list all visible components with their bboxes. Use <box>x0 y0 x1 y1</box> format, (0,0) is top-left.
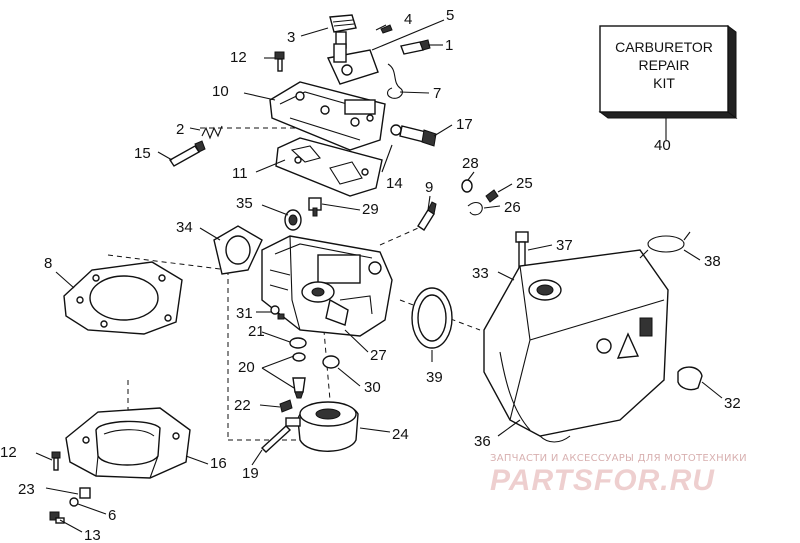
repair-kit-box: CARBURETOR REPAIR KIT <box>598 25 738 119</box>
callout-2: 2 <box>176 121 184 138</box>
part-6-washer <box>69 497 79 507</box>
part-32-plug <box>677 366 703 391</box>
part-22-screw <box>279 399 293 413</box>
part-2-spring <box>201 125 223 140</box>
part-9-needle <box>417 201 437 231</box>
callout-29: 29 <box>362 201 379 218</box>
part-20-jet <box>292 352 306 399</box>
callout-11: 11 <box>232 165 248 182</box>
part-36-silencer <box>483 249 669 443</box>
callout-20: 20 <box>238 359 255 376</box>
part-17-bolt <box>390 124 437 147</box>
part-26-clip <box>467 201 483 216</box>
kit-label-line3: KIT <box>653 75 675 91</box>
callout-16: 16 <box>210 455 227 472</box>
callout-40: 40 <box>654 137 671 154</box>
part-12-bottom-screw <box>51 451 61 471</box>
leader-lines <box>35 19 723 533</box>
part-30-washer <box>322 355 340 369</box>
kit-label-line1: CARBURETOR <box>615 39 713 55</box>
callout-28: 28 <box>462 155 479 172</box>
part-15-screw <box>168 140 206 167</box>
callout-17: 17 <box>456 116 473 133</box>
callout-34: 34 <box>176 219 193 236</box>
callout-23: 23 <box>18 481 35 498</box>
callout-3: 3 <box>287 29 295 46</box>
callout-31: 31 <box>236 305 253 322</box>
part-25-screw <box>485 189 499 203</box>
callout-4: 4 <box>404 11 412 28</box>
part-27-carburetor-body <box>261 235 393 337</box>
callout-21: 21 <box>248 323 265 340</box>
callout-33: 33 <box>472 265 489 282</box>
callout-22: 22 <box>234 397 251 414</box>
callout-24: 24 <box>392 426 409 443</box>
callout-27: 27 <box>370 347 387 364</box>
callout-25: 25 <box>516 175 533 192</box>
callout-19: 19 <box>242 465 259 482</box>
part-12-top-screw <box>274 51 285 72</box>
part-34-flange-gasket <box>213 225 263 275</box>
callout-26: 26 <box>504 199 521 216</box>
part-19-pin <box>260 425 292 453</box>
callout-numbers: 3 4 5 1 12 7 10 2 17 15 11 14 9 28 25 26… <box>0 7 741 543</box>
callout-12-top: 12 <box>230 49 247 66</box>
part-38-clip <box>639 231 691 259</box>
part-4-screw <box>380 24 393 34</box>
part-7-clip <box>386 63 403 99</box>
kit-label-line2: REPAIR <box>638 57 689 73</box>
callout-1: 1 <box>445 37 453 54</box>
part-16-float-bowl <box>65 407 191 479</box>
callout-15: 15 <box>134 145 151 162</box>
part-1-screw <box>400 39 431 55</box>
part-10-top-cover <box>269 81 386 151</box>
part-11-gasket <box>275 137 383 197</box>
callout-35: 35 <box>236 195 253 212</box>
part-8-gasket <box>63 261 183 335</box>
part-23-plug <box>79 487 91 499</box>
watermark: ЗАПЧАСТИ И АКСЕССУАРЫ ДЛЯ МОТОТЕХНИКИ PA… <box>490 453 747 497</box>
callout-39: 39 <box>426 369 443 386</box>
watermark-brand: PARTSFOR.RU <box>490 464 715 497</box>
watermark-tagline: ЗАПЧАСТИ И АКСЕССУАРЫ ДЛЯ МОТОТЕХНИКИ <box>490 453 747 464</box>
callout-10: 10 <box>212 83 229 100</box>
part-39-o-ring <box>411 287 453 349</box>
callout-5: 5 <box>446 7 454 24</box>
part-21-washer <box>289 337 307 349</box>
part-24-float <box>285 401 359 452</box>
part-28-jet <box>461 179 473 193</box>
callout-30: 30 <box>364 379 381 396</box>
part-3-knob <box>329 14 357 49</box>
callout-9: 9 <box>425 179 433 196</box>
callout-7: 7 <box>433 85 441 102</box>
callout-37: 37 <box>556 237 573 254</box>
callout-38: 38 <box>704 253 721 270</box>
part-37-bolt <box>515 231 529 275</box>
callout-32: 32 <box>724 395 741 412</box>
callout-6: 6 <box>108 507 116 524</box>
callout-13: 13 <box>84 527 101 543</box>
part-35-jet <box>284 209 302 231</box>
callout-8: 8 <box>44 255 52 272</box>
part-31-screw <box>270 305 285 320</box>
part-5-valve <box>326 43 379 85</box>
callout-12-bottom: 12 <box>0 444 17 461</box>
callout-14: 14 <box>386 175 403 192</box>
part-29-plug <box>308 197 322 217</box>
callout-36: 36 <box>474 433 491 450</box>
